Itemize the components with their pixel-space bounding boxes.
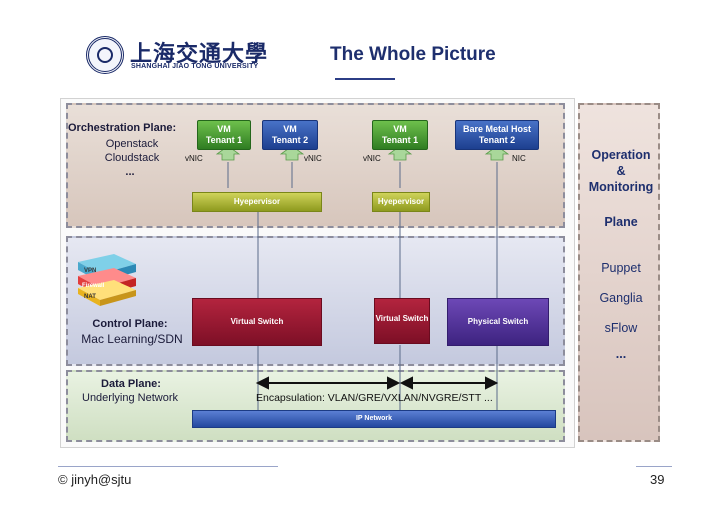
virtual-switch-box: Virtual Switch <box>374 298 430 344</box>
network-functions-stack-icon <box>78 254 136 306</box>
control-plane-heading: Control Plane: <box>92 318 168 330</box>
operation-heading-line: & <box>616 164 626 178</box>
nic-label: vNIC <box>185 154 203 163</box>
nic-label: vNIC <box>363 154 381 163</box>
tenant-name-label: Tenant 1 <box>381 135 419 145</box>
vm-tenant-box: VM Tenant 1 <box>197 120 251 150</box>
stack-layer-label: NAT <box>84 294 96 300</box>
data-plane-heading: Data Plane: <box>101 378 161 390</box>
title-underline <box>335 78 395 80</box>
operation-heading-line: Operation <box>591 148 651 162</box>
ip-network-bar: IP Network <box>192 410 556 428</box>
control-plane-subheading: Mac Learning/SDN <box>81 332 183 346</box>
tenant-type-label: VM <box>283 124 297 134</box>
operation-heading-line: Monitoring <box>588 180 654 194</box>
orchestration-item: ... <box>125 166 135 178</box>
university-name-en: SHANGHAI JIAO TONG UNIVERSITY <box>131 63 259 70</box>
university-name-cn: 上海交通大學 <box>130 41 269 67</box>
stack-layer-label: Firewall <box>82 283 105 289</box>
operation-monitoring-region <box>578 103 660 442</box>
footer-rule-right <box>636 466 672 467</box>
footer-credit: © jinyh@sjtu <box>58 472 132 487</box>
operation-tool: ... <box>615 347 627 361</box>
orchestration-item: Openstack <box>105 138 159 150</box>
vm-tenant-box: VM Tenant 2 <box>262 120 318 150</box>
operation-tool: Ganglia <box>599 291 643 305</box>
operation-plane-label: Plane <box>604 215 638 229</box>
stack-layer-label: VPN <box>84 268 97 274</box>
orchestration-heading: Orchestration Plane: <box>68 122 177 134</box>
encapsulation-label: Encapsulation: VLAN/GRE/VXLAN/NVGRE/STT … <box>256 392 493 404</box>
tenant-type-label: VM <box>217 124 231 134</box>
operation-tool: Puppet <box>601 261 641 275</box>
nic-label: vNIC <box>304 154 322 163</box>
footer-rule-left <box>58 466 278 467</box>
tenant-name-label: Tenant 2 <box>271 135 309 145</box>
tenant-type-label: VM <box>393 124 407 134</box>
physical-switch-box: Physical Switch <box>447 298 549 346</box>
hypervisor-box: Hyepervisor <box>192 192 322 212</box>
virtual-switch-box: Virtual Switch <box>192 298 322 346</box>
orchestration-item: Cloudstack <box>104 152 160 164</box>
tenant-name-label: Tenant 1 <box>205 135 243 145</box>
nic-label: NIC <box>512 154 526 163</box>
hypervisor-box: Hyepervisor <box>372 192 430 212</box>
bare-metal-tenant-box: Bare Metal Host Tenant 2 <box>455 120 539 150</box>
slide-title: The Whole Picture <box>330 44 496 65</box>
data-plane-subheading: Underlying Network <box>82 392 178 404</box>
page-number: 39 <box>650 472 665 487</box>
operation-tool: sFlow <box>604 321 638 335</box>
tenant-name-label: Tenant 2 <box>478 135 516 145</box>
university-seal-logo <box>86 36 124 74</box>
tenant-type-label: Bare Metal Host <box>462 124 532 134</box>
vm-tenant-box: VM Tenant 1 <box>372 120 428 150</box>
